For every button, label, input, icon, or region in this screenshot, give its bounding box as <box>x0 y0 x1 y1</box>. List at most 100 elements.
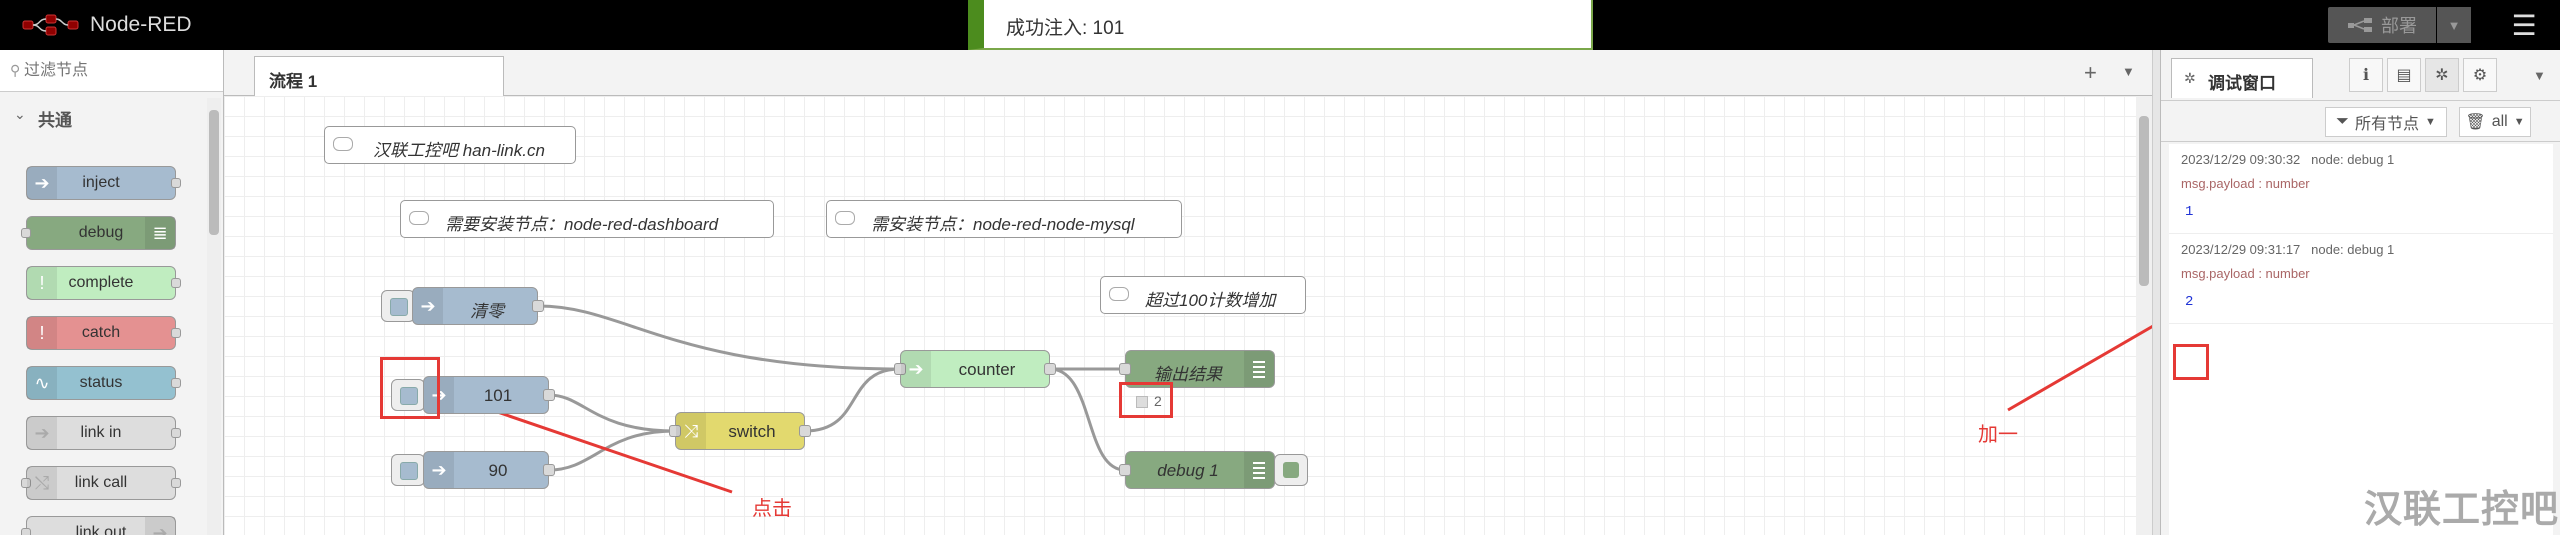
list-icon <box>1244 452 1274 488</box>
message-topic: msg.payload : number <box>2181 176 2310 191</box>
output-port <box>543 389 555 401</box>
node-label: 清零 <box>470 302 504 321</box>
config-tab-button[interactable]: ⚙ <box>2463 58 2497 92</box>
comment-node-1[interactable]: 汉联工控吧 han-link.cn <box>324 126 576 164</box>
chevron-down-icon: ⌄ <box>14 106 26 122</box>
node-label: 90 <box>488 461 508 480</box>
bug-icon: ✲ <box>2435 67 2449 84</box>
highlight-box-status <box>1119 382 1173 418</box>
switch-icon: ⤨ <box>676 413 706 449</box>
flow-canvas[interactable]: 汉联工控吧 han-link.cn 需要安装节点：node-red-dashbo… <box>224 96 2152 535</box>
debug-node-output[interactable]: 输出结果 <box>1119 350 1275 388</box>
header-bar: Node-RED 成功注入: 101 部署 ▼ ☰ <box>0 0 2560 50</box>
message-meta: 2023/12/29 09:30:32 node: debug 1 <box>2181 152 2395 167</box>
sidebar-menu-icon[interactable]: ▼ <box>2533 68 2546 83</box>
inject-button-101[interactable] <box>391 379 425 411</box>
switch-node[interactable]: ⤨ switch <box>669 412 811 450</box>
palette-node-label: link call <box>74 474 128 491</box>
notification-banner[interactable]: 成功注入: 101 <box>968 0 1593 50</box>
pulse-icon: ∿ <box>27 367 57 399</box>
link-icon: ➔ <box>145 517 175 535</box>
palette-search-input[interactable] <box>24 58 214 84</box>
palette-node-inject[interactable]: ➔ inject <box>26 166 181 200</box>
palette-node-status[interactable]: ∿ status <box>26 366 181 400</box>
annotation-arrow-click <box>467 400 733 494</box>
bug-icon: ✲ <box>2184 70 2196 86</box>
input-port <box>21 228 31 238</box>
palette-node-link-call[interactable]: ⤭ link call <box>21 466 181 500</box>
annotation-arrow-plus-one <box>2007 320 2161 412</box>
arrow-icon: ➔ <box>413 288 443 324</box>
inject-button-90[interactable] <box>391 454 425 486</box>
add-tab-icon[interactable]: + <box>2084 60 2097 85</box>
comment-node-2[interactable]: 需要安装节点：node-red-dashboard <box>400 200 774 238</box>
wire-101-switch <box>548 393 676 433</box>
arrow-icon: ➔ <box>27 167 57 199</box>
output-port <box>799 425 811 437</box>
trash-icon: 🗑 <box>2465 114 2486 131</box>
comment-node-4[interactable]: 超过100计数增加 <box>1100 276 1306 314</box>
input-port <box>21 528 31 535</box>
tab-menu-icon[interactable]: ▼ <box>2122 64 2135 79</box>
node-label: counter <box>958 360 1016 379</box>
comment-node-3[interactable]: 需安装节点：node-red-node-mysql <box>826 200 1182 238</box>
output-port <box>532 300 544 312</box>
canvas-scrollbar-thumb[interactable] <box>2139 116 2149 286</box>
palette-node-complete[interactable]: ! complete <box>26 266 181 300</box>
palette-node-catch[interactable]: ! catch <box>26 316 181 350</box>
wire-90-switch <box>548 429 676 472</box>
palette-category-header[interactable]: ⌄ 共通 <box>0 102 205 132</box>
watermark-text: 汉联工控吧 <box>2364 489 2560 531</box>
message-value: 1 <box>2185 204 2194 220</box>
gear-icon: ⚙ <box>2472 67 2488 84</box>
main-menu-button[interactable]: ☰ <box>2500 7 2548 43</box>
info-icon: ℹ <box>2362 67 2370 84</box>
counter-node[interactable]: ➔ counter <box>894 350 1056 388</box>
deploy-menu-button[interactable]: ▼ <box>2437 7 2471 43</box>
debug-message[interactable]: 2023/12/29 09:31:17 node: debug 1 msg.pa… <box>2169 234 2553 324</box>
highlight-box-debug-value <box>2173 344 2209 380</box>
tab-flow-1[interactable]: 流程 1 <box>254 56 504 97</box>
canvas-scrollbar[interactable] <box>2136 96 2152 535</box>
node-red-logo: Node-RED <box>22 12 192 38</box>
filter-nodes-button[interactable]: ⏷ 所有节点 ▼ <box>2325 107 2447 137</box>
inject-node-90[interactable]: ➔ 90 <box>423 451 555 489</box>
tab-debug[interactable]: ✲ 调试窗口 <box>2171 58 2313 98</box>
filter-icon: ⏷ <box>2336 113 2349 130</box>
palette-scrollbar-thumb[interactable] <box>209 110 219 235</box>
palette-scrollbar[interactable] <box>207 98 221 535</box>
comment-icon <box>835 211 855 225</box>
exclamation-icon: ! <box>27 267 57 299</box>
palette-node-debug[interactable]: debug ≣ <box>21 216 176 250</box>
clear-messages-button[interactable]: 🗑 all ▼ <box>2459 107 2531 137</box>
exclamation-icon: ! <box>27 317 57 349</box>
inject-button-clear[interactable] <box>381 290 415 322</box>
palette-node-link-in[interactable]: ➔ link in <box>26 416 181 450</box>
debug-toggle-button[interactable] <box>1274 454 1308 486</box>
input-port <box>669 425 681 437</box>
output-port <box>171 478 181 488</box>
palette-search-bar: ⚲ <box>0 50 223 92</box>
inject-node-clear[interactable]: ➔ 清零 <box>412 287 544 325</box>
palette-node-label: status <box>79 374 123 391</box>
node-label: 输出结果 <box>1154 365 1222 384</box>
list-icon <box>1244 351 1274 387</box>
help-tab-button[interactable]: ▤ <box>2387 58 2421 92</box>
node-label: switch <box>728 422 776 441</box>
input-port <box>894 363 906 375</box>
debug-tab-button[interactable]: ✲ <box>2425 58 2459 92</box>
debug-message[interactable]: 2023/12/29 09:30:32 node: debug 1 msg.pa… <box>2169 144 2553 234</box>
palette-node-label: complete <box>68 274 134 291</box>
debug-node-1[interactable]: debug 1 <box>1119 451 1275 489</box>
palette-category-label: 共通 <box>38 111 72 130</box>
output-port <box>1044 363 1056 375</box>
search-icon: ⚲ <box>10 62 21 78</box>
inject-node-101[interactable]: ➔ 101 <box>423 376 555 414</box>
deploy-button[interactable]: 部署 <box>2328 7 2436 43</box>
annotation-click: 点击 <box>752 498 792 520</box>
comment-text: 需安装节点：node-red-node-mysql <box>871 215 1135 234</box>
annotation-plus-one: 加一 <box>1978 424 2018 446</box>
info-tab-button[interactable]: ℹ <box>2349 58 2383 92</box>
sidebar-separator[interactable] <box>2152 50 2160 535</box>
palette-node-link-out[interactable]: link out ➔ <box>21 516 176 535</box>
